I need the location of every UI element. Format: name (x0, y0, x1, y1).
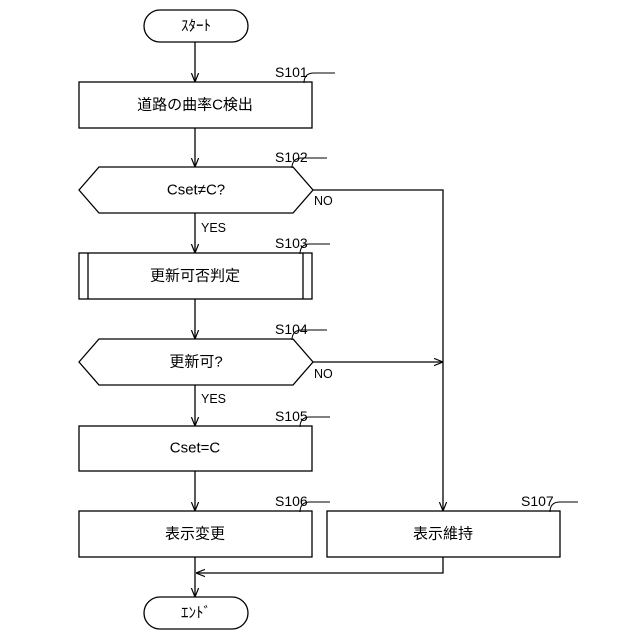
step-s107-id: S107 (521, 493, 554, 509)
s102-no-label: NO (314, 194, 333, 208)
step-s105: Cset=C S105 (79, 408, 330, 471)
end-label: ｴﾝﾄﾞ (181, 605, 211, 622)
step-s106-id: S106 (275, 493, 308, 509)
end-terminal: ｴﾝﾄﾞ (144, 597, 248, 629)
step-s106-label: 表示変更 (165, 526, 225, 543)
s104-yes-label: YES (201, 392, 226, 406)
step-s104-label: 更新可? (169, 354, 222, 371)
start-terminal: ｽﾀｰﾄ (144, 10, 248, 42)
step-s105-label: Cset=C (170, 440, 221, 457)
s104-no-label: NO (314, 367, 333, 381)
step-s101-label: 道路の曲率C検出 (137, 97, 253, 114)
step-s106: 表示変更 S106 (79, 493, 330, 557)
step-s107-label: 表示維持 (413, 526, 473, 543)
step-s104: 更新可? S104 YES NO (79, 321, 333, 406)
step-s102-label: Cset≠C? (167, 182, 225, 199)
step-s103-id: S103 (275, 235, 308, 251)
step-s101-id: S101 (275, 64, 308, 80)
arrow-s102-no-to-s107 (313, 190, 443, 511)
step-s102-id: S102 (275, 149, 308, 165)
step-s103: 更新可否判定 S103 (79, 235, 330, 299)
step-s104-id: S104 (275, 321, 308, 337)
step-s105-id: S105 (275, 408, 308, 424)
step-s101: 道路の曲率C検出 S101 (79, 64, 335, 128)
step-s102: Cset≠C? S102 YES NO (79, 149, 333, 235)
step-s107: 表示維持 S107 (327, 493, 578, 557)
start-label: ｽﾀｰﾄ (181, 18, 211, 35)
arrow-s107-to-end (196, 557, 443, 573)
s102-yes-label: YES (201, 221, 226, 235)
step-s103-label: 更新可否判定 (150, 268, 240, 285)
